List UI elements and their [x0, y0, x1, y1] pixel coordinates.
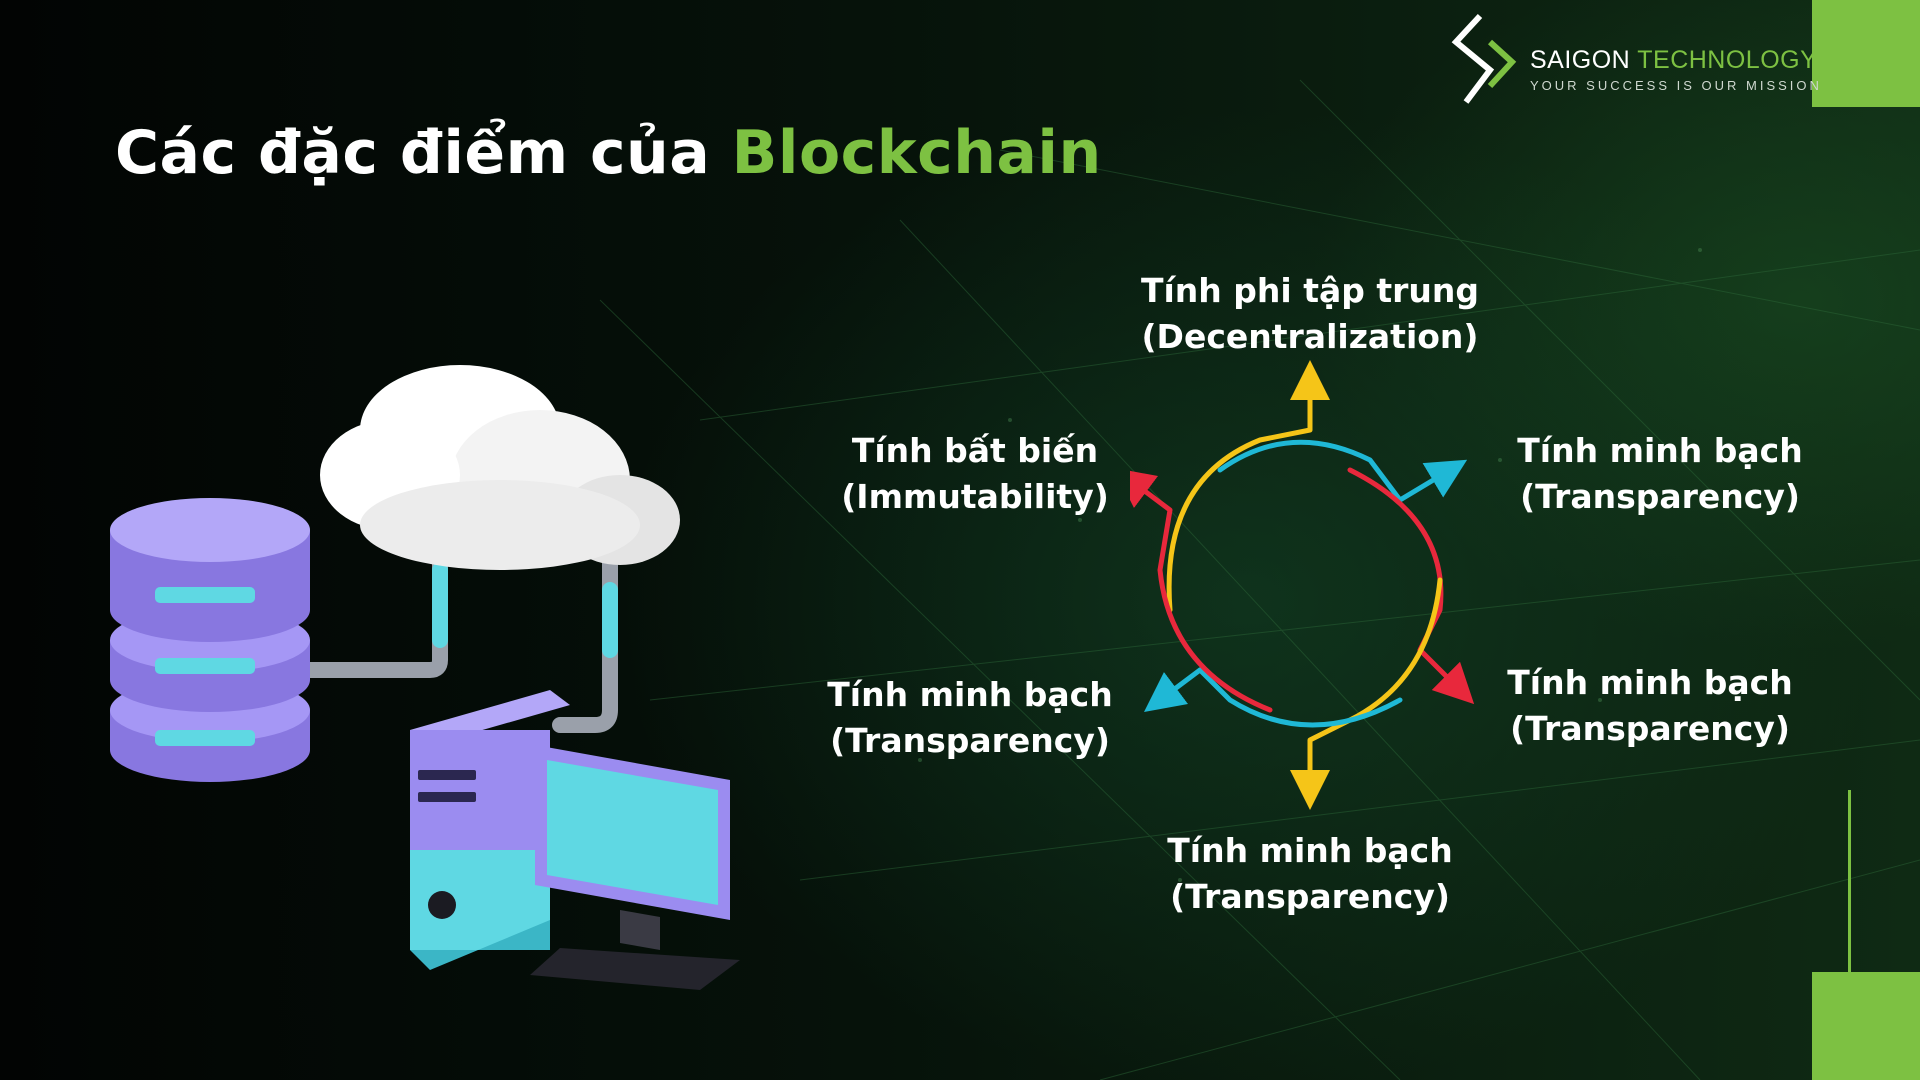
page-title: Các đặc điểm của Blockchain: [115, 118, 1102, 188]
cyan-cycle-arrow-lower-left: [1144, 667, 1403, 728]
accent-line-right: [1848, 790, 1851, 972]
label-decentralization-line1: Tính phi tập trung: [1140, 271, 1480, 310]
yellow-cycle-arrow-top: [1166, 360, 1330, 613]
desktop-computer-icon: [410, 690, 740, 990]
label-transparency-lower-left-line2: (Transparency): [830, 721, 1110, 760]
brand-name: SAIGON TECHNOLOGY: [1530, 46, 1817, 75]
label-transparency-upper-right-line2: (Transparency): [1520, 477, 1800, 516]
red-cycle-arrow-lower-right: [1347, 467, 1475, 705]
brand-logo: SAIGON TECHNOLOGY YOUR SUCCESS IS OUR MI…: [1450, 12, 1819, 108]
label-transparency-lower-left: Tính minh bạch (Transparency): [810, 672, 1130, 764]
label-transparency-bottom-line2: (Transparency): [1170, 877, 1450, 916]
cyan-cycle-arrow-upper-right: [1217, 439, 1468, 503]
label-transparency-lower-right: Tính minh bạch (Transparency): [1490, 660, 1810, 752]
label-transparency-bottom: Tính minh bạch (Transparency): [1150, 828, 1470, 920]
brand-name-white: SAIGON: [1530, 46, 1631, 74]
brand-mark-icon: [1451, 13, 1517, 104]
title-prefix: Các đặc điểm của: [115, 118, 711, 188]
label-transparency-bottom-line1: Tính minh bạch: [1167, 831, 1453, 870]
label-transparency-lower-right-line2: (Transparency): [1510, 709, 1790, 748]
connector-pipes: [302, 492, 618, 733]
label-transparency-lower-right-line1: Tính minh bạch: [1507, 663, 1793, 702]
red-cycle-arrow-upper-left: [1130, 468, 1273, 713]
brand-tagline: YOUR SUCCESS IS OUR MISSION: [1530, 78, 1822, 93]
database-icon: [110, 498, 310, 782]
corner-accent-top-right: [1812, 0, 1920, 107]
brand-name-green: TECHNOLOGY: [1637, 46, 1818, 74]
label-transparency-upper-right-line1: Tính minh bạch: [1517, 431, 1803, 470]
label-decentralization-line2: (Decentralization): [1141, 317, 1479, 356]
corner-accent-bottom-right: [1812, 972, 1920, 1080]
label-immutability-line2: (Immutability): [841, 477, 1109, 516]
label-immutability-line1: Tính bất biến: [851, 431, 1099, 470]
label-transparency-lower-left-line1: Tính minh bạch: [827, 675, 1113, 714]
network-illustration: [110, 365, 740, 990]
yellow-cycle-arrow-bottom: [1290, 577, 1443, 810]
cloud-icon: [320, 365, 680, 570]
label-immutability: Tính bất biến (Immutability): [830, 428, 1120, 520]
blockchain-cycle-diagram: [1130, 360, 1475, 810]
title-highlight: Blockchain: [731, 118, 1102, 188]
label-decentralization: Tính phi tập trung (Decentralization): [1140, 268, 1480, 360]
label-transparency-upper-right: Tính minh bạch (Transparency): [1500, 428, 1820, 520]
